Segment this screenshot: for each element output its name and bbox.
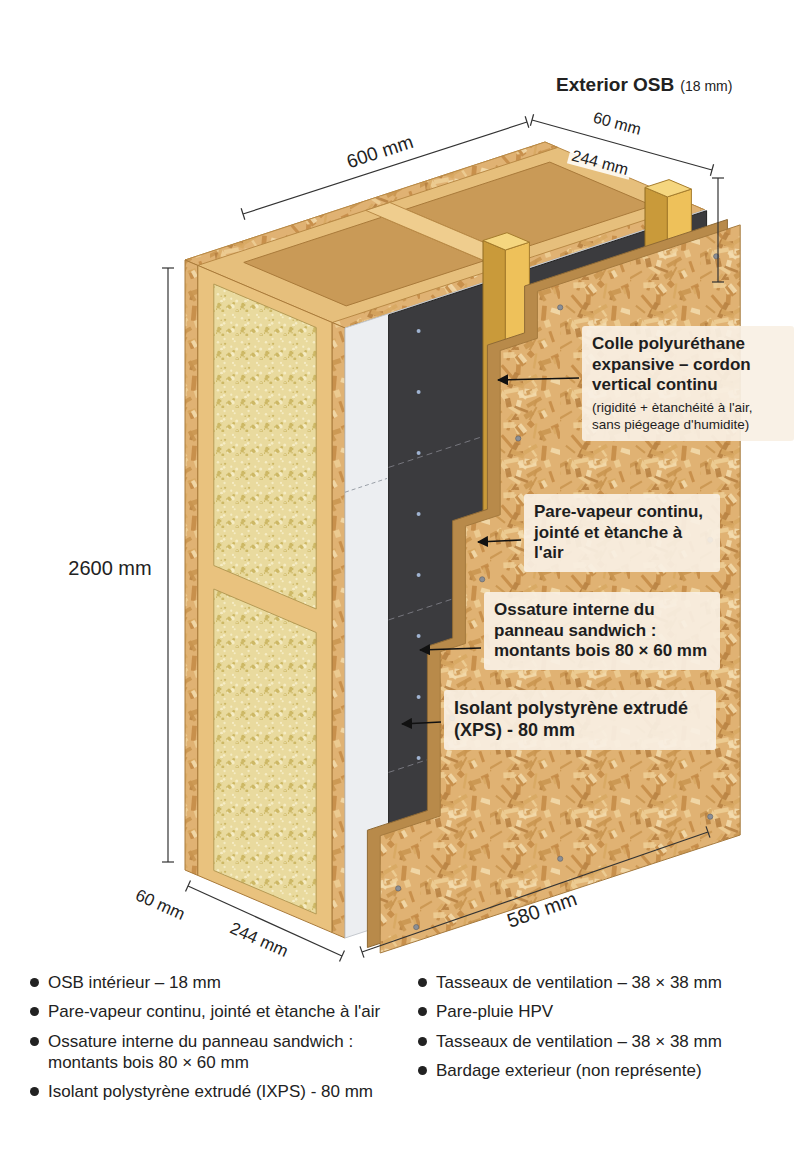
- dimension-tick: [340, 951, 345, 962]
- dimension-tick: [186, 881, 191, 892]
- dimension-line: [362, 832, 708, 952]
- spec-item: Tasseaux de ventilation – 38 × 38 mm: [418, 972, 790, 993]
- dimension-label: 600 mm: [341, 130, 419, 174]
- spec-item: Tasseaux de ventilation – 38 × 38 mm: [418, 1031, 790, 1052]
- leader-arrow: [478, 540, 521, 542]
- bullet: [30, 1037, 39, 1046]
- membrane-seam: [345, 478, 387, 492]
- bullet: [30, 1087, 39, 1096]
- batten-top: [645, 180, 691, 197]
- staple: [417, 390, 421, 394]
- bullet: [418, 1037, 427, 1046]
- screw: [558, 856, 563, 861]
- spec-text: Pare-vapeur continu, jointé et ètanche à…: [48, 1001, 380, 1022]
- spec-text: OSB intérieur – 18 mm: [48, 972, 221, 993]
- spec-text: Pare-pluie HPV: [436, 1001, 553, 1022]
- dimension-tick: [712, 281, 724, 282]
- staple: [417, 634, 421, 638]
- spec-text: Bardage exterieur (non représente): [436, 1060, 702, 1081]
- spec-text: Tasseaux de ventilation – 38 × 38 mm: [436, 972, 722, 993]
- callout-box: Ossature interne du panneau sandwich : m…: [484, 592, 720, 670]
- dimension-tick: [162, 861, 174, 862]
- callout-box: Isolant polystyrène extrudé (XPS) - 80 m…: [444, 690, 716, 750]
- spec-item: Isolant polystyrène extrudé (IXPS) - 80 …: [30, 1081, 408, 1102]
- heading-group: Exterior OSB (18 mm): [556, 74, 732, 96]
- dimension-label: 60 mm: [130, 884, 191, 925]
- leader-arrow: [402, 722, 441, 724]
- spec-item: Ossature interne du panneau sandwich : m…: [30, 1031, 408, 1074]
- dimension-label: 60 mm: [588, 108, 646, 140]
- leader-arrow: [420, 648, 481, 650]
- callout-text: Isolant polystyrène extrudé (XPS) - 80 m…: [454, 698, 706, 742]
- bullet: [418, 978, 427, 987]
- timber-frame: [198, 265, 332, 932]
- dimension-tick: [712, 177, 724, 178]
- callout-text: Colle polyuréthane expansive – cordon ve…: [592, 334, 784, 396]
- spec-item: Pare-pluie HPV: [418, 1001, 790, 1022]
- callout-text: Pare-vapeur continu, jointé et ètanche à…: [534, 502, 710, 564]
- screw: [708, 814, 713, 819]
- dimension-tick: [710, 164, 713, 176]
- dimension-tick: [162, 267, 174, 268]
- dimension-label: (18 mm): [680, 78, 732, 94]
- spec-text: Isolant polystyrène extrudé (IXPS) - 80 …: [48, 1081, 373, 1102]
- insulation: [214, 284, 316, 609]
- bullet: [30, 978, 39, 987]
- interior-osb: [185, 260, 198, 875]
- dimension-tick: [241, 208, 245, 219]
- part-name: Exterior OSB: [556, 74, 674, 96]
- dimension-label: 244 mm: [224, 917, 294, 962]
- spec-list: OSB intérieur – 18 mm Pare-vapeur continu…: [30, 972, 408, 1110]
- bullet: [30, 1007, 39, 1016]
- staple: [417, 512, 421, 516]
- callout-box: Colle polyuréthane expansive – cordon ve…: [582, 326, 794, 441]
- leader-arrow: [498, 378, 579, 380]
- screw: [396, 886, 401, 891]
- exterior-osb-edge: [332, 323, 345, 939]
- dimension-tick: [525, 116, 529, 127]
- insulation: [214, 589, 316, 914]
- bullet: [418, 1066, 427, 1075]
- spec-item: OSB intérieur – 18 mm: [30, 972, 408, 993]
- dimension-line: [717, 178, 718, 282]
- staple: [417, 756, 421, 760]
- bullet: [418, 1007, 427, 1016]
- spec-text: Ossature interne du panneau sandwich : m…: [48, 1031, 408, 1074]
- spec-text: Tasseaux de ventilation – 38 × 38 mm: [436, 1031, 722, 1052]
- dimension-label: 580 mm: [501, 886, 582, 933]
- screw: [516, 436, 521, 441]
- spec-item: Bardage exterieur (non représente): [418, 1060, 790, 1081]
- screw: [558, 305, 563, 310]
- spec-list: Tasseaux de ventilation – 38 × 38 mm Pare…: [418, 972, 790, 1089]
- dimension-label: 244 mm: [567, 146, 633, 180]
- batten-top: [483, 233, 529, 250]
- dimension-line: [167, 268, 168, 862]
- screw: [414, 924, 419, 929]
- dimension-tick: [360, 946, 364, 957]
- staple: [417, 451, 421, 455]
- dimension-line: [243, 122, 527, 214]
- staple: [417, 573, 421, 577]
- dimension-label: 2600 mm: [65, 557, 154, 580]
- callout-box: Pare-vapeur continu, jointé et ètanche à…: [524, 494, 720, 572]
- spec-item: Pare-vapeur continu, jointé et ètanche à…: [30, 1001, 408, 1022]
- callout-text: Ossature interne du panneau sandwich : m…: [494, 600, 710, 662]
- staple: [417, 695, 421, 699]
- callout-note: (rigidité + ètanchéité à l'air, sans pié…: [592, 400, 784, 433]
- dimension-tick: [706, 826, 710, 837]
- staple: [417, 329, 421, 333]
- screw: [480, 577, 485, 582]
- dimension-tick: [530, 114, 533, 126]
